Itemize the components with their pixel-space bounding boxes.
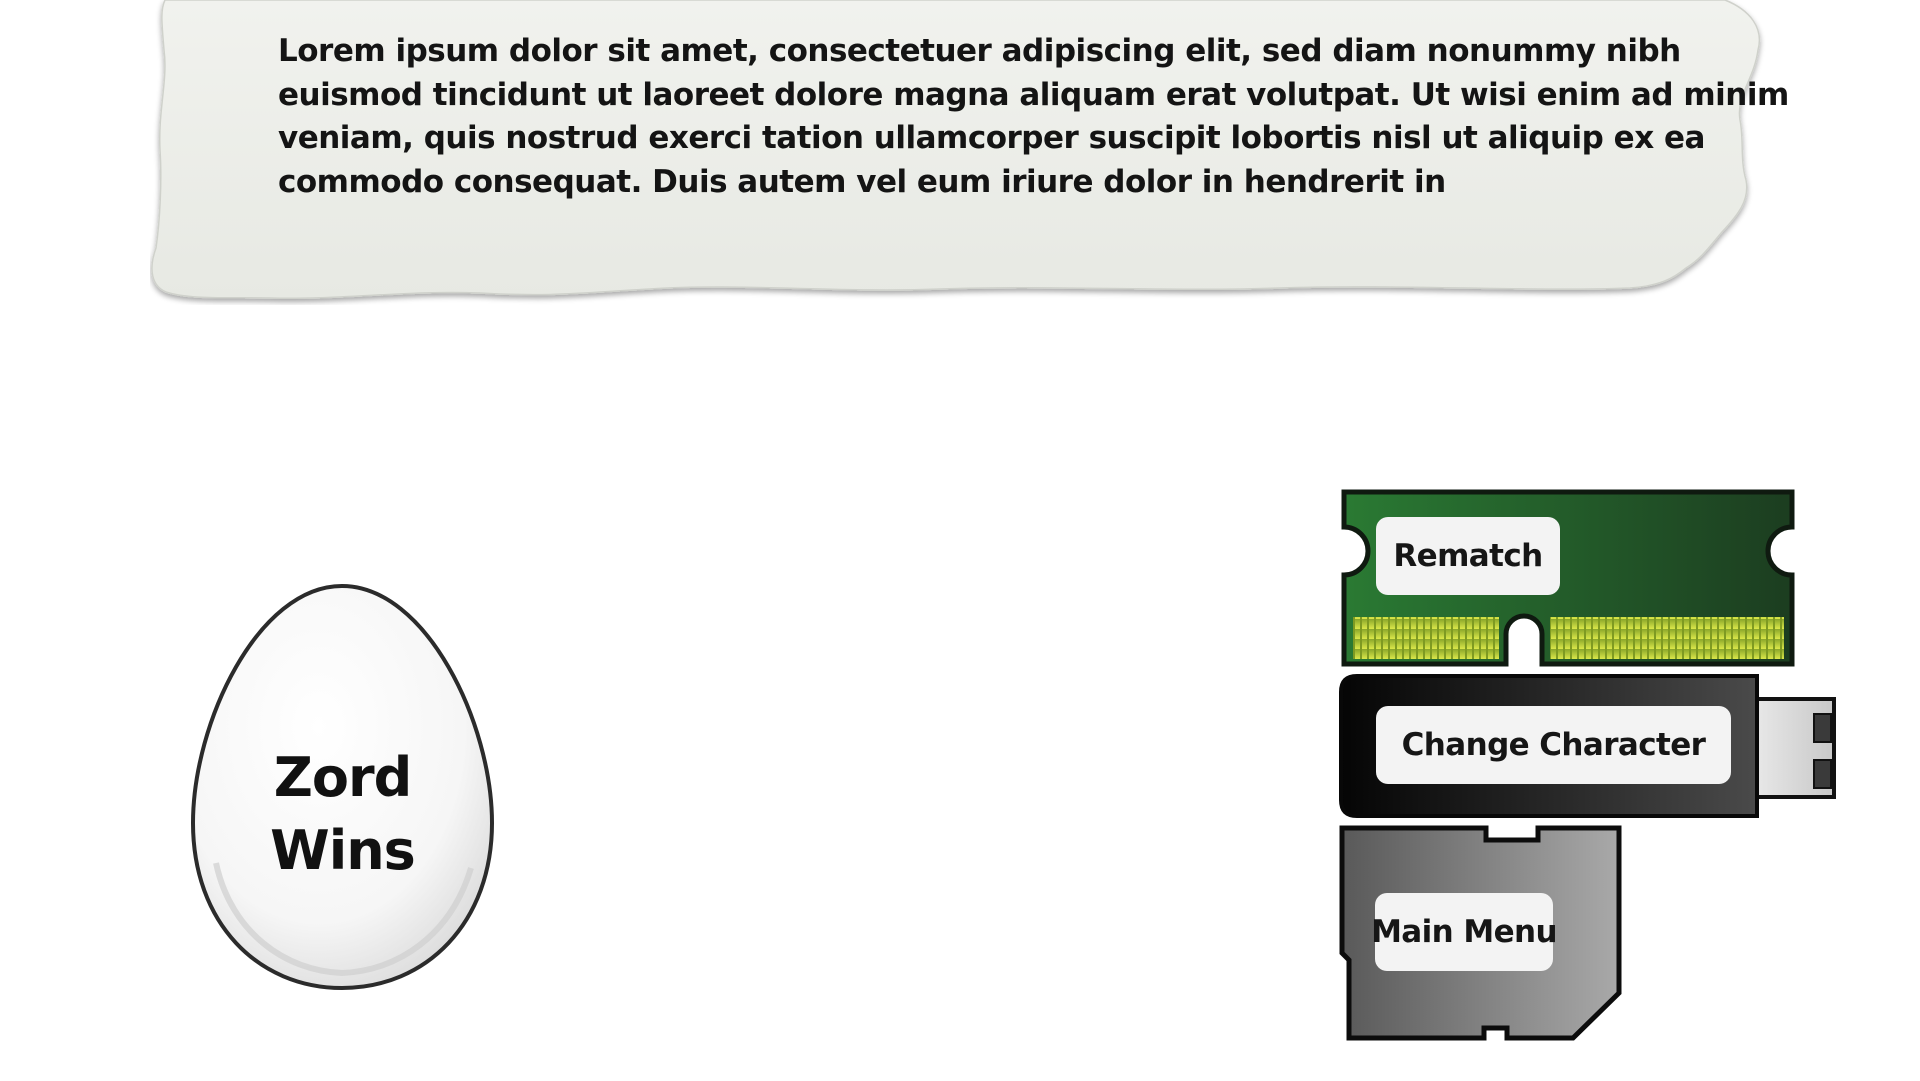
main-menu-label: Main Menu (1371, 893, 1558, 971)
rematch-button[interactable]: Rematch (1341, 489, 1796, 667)
rematch-label: Rematch (1376, 517, 1560, 595)
winner-status: Wins (270, 819, 416, 882)
change-character-button[interactable]: Change Character (1337, 672, 1837, 820)
message-banner: Lorem ipsum dolor sit amet, consectetuer… (150, 0, 1790, 305)
main-menu-button[interactable]: Main Menu (1339, 825, 1622, 1041)
egg-icon (190, 583, 495, 991)
winner-egg: Zord Wins (186, 583, 499, 993)
paper-scroll-icon (151, 0, 1761, 299)
change-character-label: Change Character (1376, 706, 1731, 784)
winner-name: Zord (273, 746, 413, 809)
banner-message-text: Lorem ipsum dolor sit amet, consectetuer… (278, 33, 1789, 200)
winner-text: Zord Wins (186, 741, 499, 887)
